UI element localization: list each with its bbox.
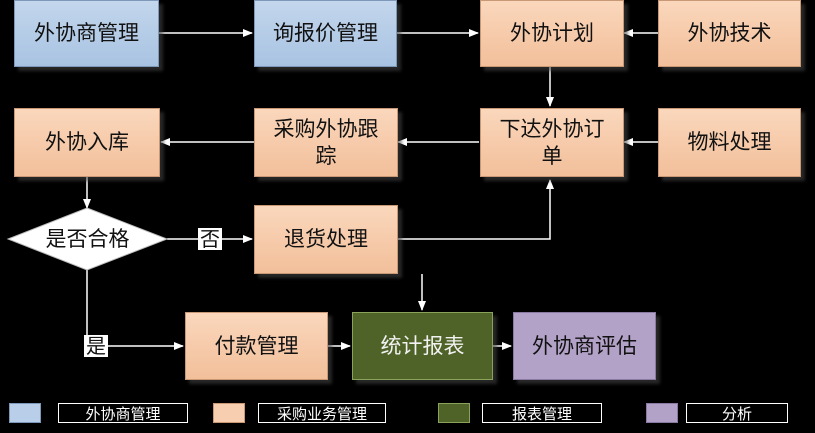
node-supplier-mgmt: 外协商管理 xyxy=(14,0,159,67)
node-outsource-plan: 外协计划 xyxy=(480,0,624,67)
node-return-proc: 退货处理 xyxy=(254,205,398,274)
legend-swatch-supplier xyxy=(9,403,41,423)
node-payment-mgmt: 付款管理 xyxy=(185,312,328,380)
legend-swatch-report xyxy=(438,403,470,423)
node-outsource-tech: 外协技术 xyxy=(658,0,801,67)
node-inquiry-mgmt: 询报价管理 xyxy=(254,0,397,67)
legend-label-analysis: 分析 xyxy=(686,403,788,423)
label-no: 否 xyxy=(198,227,222,251)
decision-qualified: 是否合格 xyxy=(45,226,130,251)
decision-diamond-shape xyxy=(6,207,169,271)
node-material-proc: 物料处理 xyxy=(658,108,801,177)
node-issue-order: 下达外协订单 xyxy=(480,108,624,177)
arrow-return-to-order xyxy=(398,179,554,240)
legend-label-report: 报表管理 xyxy=(482,403,602,423)
node-supplier-eval: 外协商评估 xyxy=(513,312,656,380)
legend-label-supplier: 外协商管理 xyxy=(58,403,188,423)
label-yes: 是 xyxy=(84,334,108,358)
legend-swatch-purchase xyxy=(213,403,245,423)
node-purchase-track: 采购外协跟踪 xyxy=(254,108,398,177)
node-stats-report: 统计报表 xyxy=(352,312,493,380)
legend-label-purchase: 采购业务管理 xyxy=(258,403,386,423)
legend-swatch-analysis xyxy=(646,403,678,423)
node-warehouse-in: 外协入库 xyxy=(14,108,160,177)
